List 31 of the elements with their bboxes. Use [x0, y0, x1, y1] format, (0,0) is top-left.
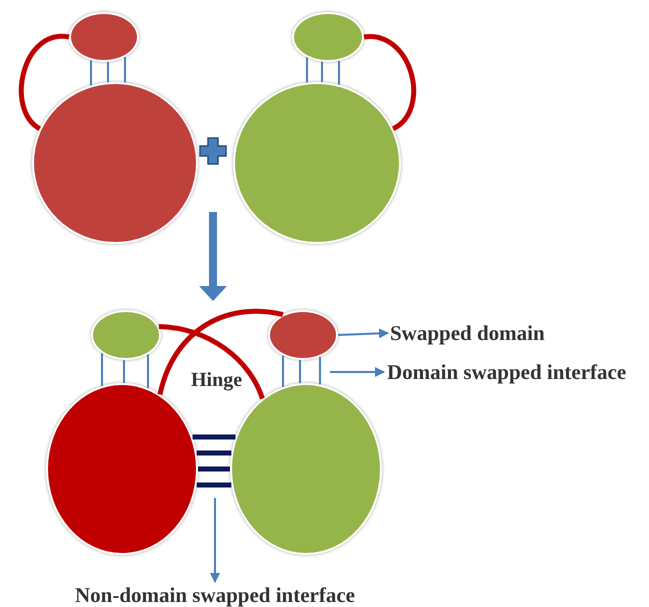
domain-ellipse: [292, 12, 364, 62]
interface-line: [107, 62, 109, 82]
interface-line: [299, 360, 301, 384]
domain-ellipse: [69, 12, 139, 62]
hinge-curve: [158, 308, 284, 396]
arrow: [338, 328, 389, 338]
hinge-curve: [18, 34, 70, 131]
hinge-label: Hinge: [191, 368, 242, 392]
interface-line: [90, 60, 92, 86]
callout-text: Swapped domain: [390, 320, 545, 346]
interface-line: [282, 356, 284, 388]
callout-text: Non-domain swapped interface: [75, 582, 355, 607]
interface-line: [306, 57, 308, 83]
interface-line: [321, 62, 323, 82]
domain-ellipse: [91, 310, 161, 360]
callout-text: Domain swapped interface: [387, 359, 626, 385]
hinge-curve: [364, 34, 416, 131]
interface-line: [192, 434, 236, 440]
interface-line: [101, 353, 103, 386]
interface-line: [124, 57, 126, 83]
interface-line: [196, 450, 232, 456]
interface-line: [147, 354, 149, 388]
interface-line: [123, 360, 125, 384]
interface-line: [319, 356, 321, 384]
domain-ellipse: [268, 310, 338, 360]
arrow: [330, 367, 385, 377]
interface-line: [338, 60, 340, 85]
interface-line: [196, 482, 232, 488]
hinge-curve: [158, 324, 265, 400]
interface-line: [198, 466, 230, 472]
arrow: [210, 498, 220, 583]
